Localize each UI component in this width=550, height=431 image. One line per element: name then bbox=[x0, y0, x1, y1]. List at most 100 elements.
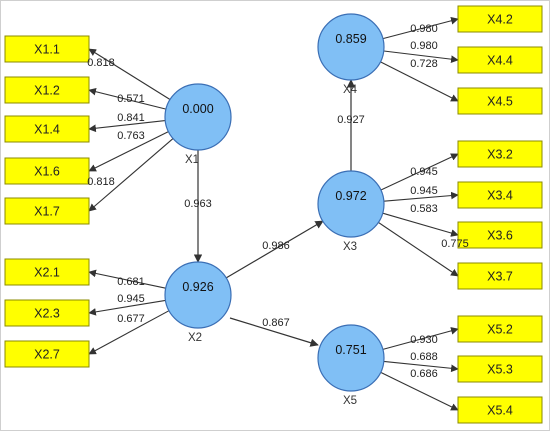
loading-value-x1-6: 0.763 bbox=[117, 130, 145, 142]
indicator-x2-3[interactable]: X2.3 bbox=[4, 299, 90, 327]
indicator-box bbox=[457, 315, 543, 343]
loading-value-x4-4: 0.980 bbox=[410, 40, 438, 52]
indicator-label: X2.7 bbox=[34, 348, 60, 362]
construct-circle bbox=[317, 13, 385, 81]
path-coefficient-x2-to-x3: 0.986 bbox=[262, 240, 290, 252]
loading-arrow-x2-1 bbox=[88, 269, 166, 289]
indicator-box bbox=[457, 87, 543, 115]
loading-arrow-x5-3 bbox=[383, 360, 459, 373]
path-coefficient-x3-to-x4: 0.927 bbox=[337, 114, 365, 126]
indicator-label: X2.1 bbox=[34, 266, 60, 280]
loading-arrow-x4-2 bbox=[382, 17, 459, 40]
indicator-label: X4.2 bbox=[487, 13, 513, 27]
r-squared-value: 0.926 bbox=[182, 280, 213, 294]
indicator-label: X1.2 bbox=[34, 84, 60, 98]
r-squared-value: 0.972 bbox=[335, 189, 366, 203]
construct-x4[interactable]: 0.859 bbox=[317, 13, 385, 81]
indicator-x2-7[interactable]: X2.7 bbox=[4, 340, 90, 368]
construct-x5[interactable]: 0.751 bbox=[317, 324, 385, 392]
indicator-x1-7[interactable]: X1.7 bbox=[4, 197, 90, 225]
construct-circle bbox=[317, 170, 385, 238]
loading-arrow-x5-2 bbox=[382, 327, 459, 350]
loading-value-x5-4: 0.686 bbox=[410, 368, 438, 380]
loading-arrow-x1-1 bbox=[88, 48, 171, 100]
nodes-layer: X1.1X1.2X1.4X1.6X1.7X2.1X2.3X2.7 X4.2X4.4… bbox=[4, 5, 543, 424]
loading-arrow-x1-2 bbox=[88, 87, 167, 110]
indicator-box bbox=[4, 299, 90, 327]
indicator-label: X3.2 bbox=[487, 148, 513, 162]
indicator-x1-2[interactable]: X1.2 bbox=[4, 76, 90, 104]
construct-x3[interactable]: 0.972 bbox=[317, 170, 385, 238]
loading-value-x1-1: 0.818 bbox=[87, 57, 115, 69]
indicator-box bbox=[457, 221, 543, 249]
indicator-box bbox=[457, 181, 543, 209]
indicator-box bbox=[4, 115, 90, 143]
indicator-x2-1[interactable]: X2.1 bbox=[4, 258, 90, 286]
indicator-label: X3.7 bbox=[487, 270, 513, 284]
indicator-label: X4.4 bbox=[487, 54, 513, 68]
indicator-box bbox=[457, 5, 543, 33]
indicator-box bbox=[4, 197, 90, 225]
loading-value-x1-7: 0.818 bbox=[87, 176, 115, 188]
indicator-box bbox=[457, 140, 543, 168]
r-squared-value: 0.859 bbox=[335, 32, 366, 46]
loading-value-x5-2: 0.930 bbox=[410, 334, 438, 346]
indicator-box bbox=[457, 396, 543, 424]
indicator-label: X5.3 bbox=[487, 363, 513, 377]
indicator-x1-1[interactable]: X1.1 bbox=[4, 35, 90, 63]
loading-value-x2-1: 0.681 bbox=[117, 276, 145, 288]
construct-name-x4: X4 bbox=[343, 84, 358, 96]
loading-value-x1-4: 0.841 bbox=[117, 112, 145, 124]
loading-arrow-x3-7 bbox=[378, 221, 459, 277]
path-coefficient-x2-to-x5: 0.867 bbox=[262, 317, 290, 329]
indicator-label: X1.1 bbox=[34, 43, 60, 57]
indicator-box bbox=[457, 46, 543, 74]
loading-arrow-x2-3 bbox=[88, 299, 166, 316]
indicator-x1-6[interactable]: X1.6 bbox=[4, 157, 90, 185]
indicator-label: X1.6 bbox=[34, 165, 60, 179]
indicator-box bbox=[4, 340, 90, 368]
indicator-x5-2[interactable]: X5.2 bbox=[457, 315, 543, 343]
construct-circle bbox=[164, 83, 232, 151]
indicator-label: X5.2 bbox=[487, 323, 513, 337]
construct-name-x5: X5 bbox=[343, 395, 357, 407]
loading-value-x1-2: 0.571 bbox=[117, 93, 145, 105]
indicator-x3-2[interactable]: X3.2 bbox=[457, 140, 543, 168]
indicator-label: X5.4 bbox=[487, 404, 513, 418]
loading-value-x3-2: 0.945 bbox=[410, 166, 438, 178]
loading-arrow-x3-4 bbox=[383, 191, 459, 202]
indicator-label: X3.4 bbox=[487, 189, 513, 203]
indicator-x3-7[interactable]: X3.7 bbox=[457, 262, 543, 290]
indicator-label: X4.5 bbox=[487, 95, 513, 109]
loading-arrow-x5-4 bbox=[380, 371, 459, 411]
construct-circle bbox=[317, 324, 385, 392]
indicator-x5-4[interactable]: X5.4 bbox=[457, 396, 543, 424]
indicator-x4-2[interactable]: X4.2 bbox=[457, 5, 543, 33]
indicator-x3-6[interactable]: X3.6 bbox=[457, 221, 543, 249]
loading-value-x5-3: 0.688 bbox=[410, 351, 438, 363]
indicator-x1-4[interactable]: X1.4 bbox=[4, 115, 90, 143]
construct-name-x3: X3 bbox=[343, 241, 357, 253]
indicator-label: X2.3 bbox=[34, 307, 60, 321]
indicator-label: X3.6 bbox=[487, 229, 513, 243]
indicator-x4-5[interactable]: X4.5 bbox=[457, 87, 543, 115]
indicator-x5-3[interactable]: X5.3 bbox=[457, 355, 543, 383]
loading-arrow-x4-4 bbox=[383, 50, 459, 63]
loading-arrow-x2-7 bbox=[88, 310, 170, 355]
loading-value-x3-7: 0.775 bbox=[441, 238, 469, 250]
path-arrow-x2-to-x5 bbox=[229, 317, 319, 347]
construct-x1[interactable]: 0.000 bbox=[164, 83, 232, 151]
construct-name-x2: X2 bbox=[188, 332, 202, 344]
construct-x2[interactable]: 0.926 bbox=[164, 261, 232, 329]
path-arrow-x2-to-x3 bbox=[225, 220, 324, 279]
indicator-label: X1.4 bbox=[34, 123, 60, 137]
indicator-x4-4[interactable]: X4.4 bbox=[457, 46, 543, 74]
loading-value-x2-7: 0.677 bbox=[117, 313, 145, 325]
loading-arrow-x1-6 bbox=[88, 131, 169, 172]
loading-value-x3-6: 0.583 bbox=[410, 203, 438, 215]
indicator-x3-4[interactable]: X3.4 bbox=[457, 181, 543, 209]
edges-layer bbox=[88, 17, 459, 411]
loading-arrow-x4-5 bbox=[380, 61, 459, 102]
loading-value-x4-2: 0.980 bbox=[410, 23, 438, 35]
